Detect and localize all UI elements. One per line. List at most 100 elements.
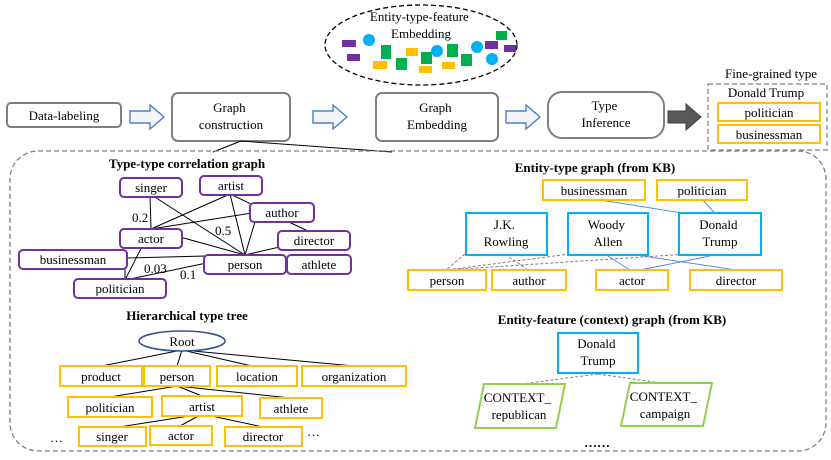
result-type-politician: politician (744, 105, 794, 120)
et-bottom-box-author (491, 269, 567, 291)
entity-type-edges (445, 198, 737, 271)
tree-node-organization (301, 365, 407, 387)
embedding-mark (431, 45, 443, 57)
et-type-businessman: businessman (561, 183, 628, 198)
entity-type-nodes: businessman politician J.K. Rowling Wood… (407, 179, 783, 291)
embedding-mark (504, 45, 516, 52)
tree-label-person: person (160, 369, 195, 384)
tt-weight-0-2: 0.2 (132, 210, 148, 225)
embedding-cloud: Entity-type-feature Embedding (324, 4, 518, 86)
et-entity-rowling: J.K. Rowling (484, 217, 529, 249)
et-type-box-politician (656, 179, 748, 201)
tree-root-node (138, 330, 226, 352)
zoom-line-right (240, 140, 393, 153)
ef-edge-trump-campaign (597, 373, 662, 384)
tree-node-politician (67, 396, 153, 418)
tt-node-person: person (203, 254, 287, 275)
arrow-embedding-to-inference (505, 103, 542, 131)
ef-feature-republican-line2: republican (492, 407, 547, 422)
tree-label-organization: organization (322, 369, 387, 384)
tree-node-artist (161, 395, 243, 417)
type-inference-label-line1: Type (591, 98, 617, 113)
edge-singer-actor (149, 193, 152, 230)
et-bottom-box-actor (595, 269, 669, 291)
tree-root-label: Root (169, 334, 195, 349)
tree-node-singer (78, 426, 147, 447)
tree-label-product: product (81, 369, 121, 384)
tree-edge-root-location (181, 349, 253, 367)
embedding-cloud-label-line1: Entity-type-feature (370, 9, 469, 24)
graph-construction-label-line2: construction (199, 117, 264, 132)
ef-ellipsis: …… (584, 435, 610, 450)
embedding-mark (373, 61, 387, 69)
tree-ellipsis-left: … (50, 430, 63, 445)
ef-entity-trump-line1: Donald (577, 336, 616, 351)
type-type-nodes: singer artist author actor director busi… (18, 175, 352, 299)
tree-label-athlete: athlete (274, 401, 309, 416)
embedding-cloud-label-line2: Embedding (391, 26, 451, 41)
embedding-mark (419, 66, 432, 73)
graph-construction-box: Graph construction (171, 92, 291, 142)
graph-embedding-label-line2: Embedding (407, 117, 467, 132)
tt-node-businessman: businessman (18, 249, 128, 270)
graph-construction-label-line1: Graph (213, 100, 246, 115)
embedding-mark (342, 40, 356, 47)
fine-grained-result: Fine-grained type Donald Trump politicia… (707, 66, 828, 151)
et-entity-allen: Woody Allen (588, 217, 628, 249)
graph-construction-panel (9, 150, 827, 452)
et-entity-rowling-line2: Rowling (484, 234, 529, 249)
embedding-mark (461, 54, 472, 66)
ef-feature-campaign: CONTEXT_ campaign (630, 389, 700, 421)
et-edge-trump-person (445, 253, 689, 271)
et-entity-trump: Donald Trump (699, 217, 741, 249)
zoom-line-left (212, 140, 242, 153)
ef-entity-trump-line2: Trump (581, 353, 616, 368)
ef-feature-campaign-line1: CONTEXT_ (630, 389, 698, 404)
tt-label-politician: politician (95, 281, 145, 296)
embedding-mark (347, 54, 360, 61)
tt-node-actor: actor (119, 228, 183, 249)
tree-label-location: location (236, 369, 278, 384)
et-entity-box-rowling (465, 212, 548, 256)
et-edge-trump-actor (639, 255, 711, 271)
embedding-mark (485, 41, 498, 49)
tree-edge-root-organization (181, 349, 355, 367)
ef-entity-trump: Donald Trump (577, 336, 619, 368)
tt-weight-0-5: 0.5 (215, 223, 231, 238)
et-bottom-person: person (430, 273, 465, 288)
tt-label-singer: singer (135, 180, 167, 195)
result-entity: Donald Trump (728, 85, 804, 100)
embedding-mark (486, 53, 498, 65)
embedding-mark (421, 52, 432, 64)
et-entity-trump-line2: Trump (703, 234, 738, 249)
et-entity-trump-line1: Donald (699, 217, 738, 232)
ef-edge-trump-republican (521, 373, 599, 385)
entity-type-graph-title: Entity-type graph (from KB) (515, 160, 675, 175)
et-bottom-box-director (689, 269, 783, 291)
fine-grained-title: Fine-grained type (725, 66, 817, 81)
arrow-inference-to-result (667, 102, 702, 132)
data-labeling-box: Data-labeling (6, 102, 122, 128)
ef-entity-box-trump (557, 332, 639, 374)
et-edge-allen-actor (607, 255, 631, 271)
tree-edge-root-product (101, 349, 183, 367)
tree-edge-person-athlete (176, 385, 291, 399)
type-inference-box: Type Inference (547, 91, 665, 139)
tree-ellipsis-right: … (307, 424, 320, 439)
tt-label-author: author (265, 205, 299, 220)
arrow-construction-to-embedding (312, 103, 349, 131)
type-tree-nodes: Root product person location organizatio… (50, 330, 407, 447)
embedding-mark (442, 62, 455, 69)
ef-feature-campaign-line2: campaign (640, 406, 691, 421)
type-type-graph-title: Type-type correlation graph (109, 156, 266, 171)
edge-singer-person (149, 193, 246, 256)
tree-label-director: director (243, 429, 284, 444)
et-edge-allen-person (445, 253, 571, 271)
et-bottom-author: author (512, 273, 546, 288)
ef-feature-box-republican (473, 383, 567, 429)
embedding-mark (406, 48, 418, 56)
et-entity-allen-line1: Woody (588, 217, 626, 232)
entity-feature-graph-title: Entity-feature (context) graph (from KB) (498, 312, 726, 327)
entity-feature-edges (521, 373, 662, 385)
